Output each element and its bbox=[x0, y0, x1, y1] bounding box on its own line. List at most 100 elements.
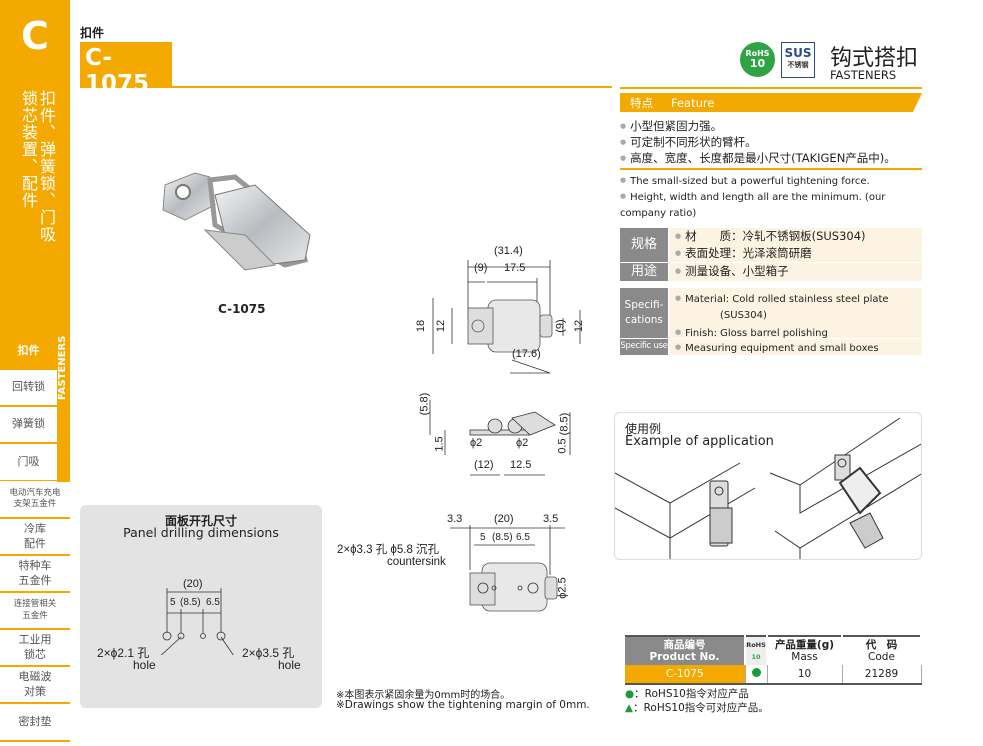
dim-right-height: 12 bbox=[573, 319, 586, 333]
legend-possible: ▲：RoHS10指令可对应产品。 bbox=[625, 702, 769, 714]
use-body-en: Measuring equipment and small boxes bbox=[669, 339, 922, 355]
feature-bullet-cn: 小型但紧固力强。 bbox=[620, 118, 722, 134]
section-letter: C bbox=[21, 14, 49, 58]
panel-left-hole-en: hole bbox=[133, 658, 156, 672]
use-label-en: Specific use bbox=[620, 339, 668, 355]
dim-right-inner: (9) bbox=[554, 319, 567, 333]
spec-label-cn: 规格 bbox=[620, 228, 668, 262]
rohs-badge-top: RoHS bbox=[745, 49, 770, 58]
sus-badge-bottom: 不锈钢 bbox=[787, 61, 809, 69]
panel-title-cn: 面板开孔尺寸 bbox=[164, 514, 237, 528]
feature-divider bbox=[620, 168, 922, 170]
dim-left: (9) bbox=[474, 262, 488, 274]
panel-title-en: Panel drilling dimensions bbox=[123, 525, 279, 540]
col-mass: 产品重量(g)Mass bbox=[767, 635, 843, 665]
dim-mid: 17.5 bbox=[504, 262, 526, 274]
spec-label-en: Specifi-cations bbox=[620, 288, 668, 338]
panel-right-hole-en: hole bbox=[278, 658, 301, 672]
dim-b-c: 3.5 bbox=[543, 513, 559, 525]
sidebar-item-rotary-lock[interactable]: 回转锁 bbox=[0, 370, 57, 407]
sidebar-item-gasket[interactable]: 密封垫 bbox=[0, 704, 70, 742]
spec-line: (SUS304) bbox=[720, 310, 767, 321]
sidebar-item-special-vehicle[interactable]: 特种车五金件 bbox=[0, 556, 70, 593]
dim-b-b: (20) bbox=[494, 513, 514, 525]
page-title-cn: 钩式搭扣 bbox=[830, 46, 919, 71]
category-label: 扣件 bbox=[80, 26, 105, 40]
application-illustration bbox=[615, 417, 921, 559]
dim-b-dia: ϕ2.5 bbox=[556, 577, 569, 599]
product-photo bbox=[162, 172, 311, 271]
note-cn: ※本图表示紧固余量为0mm时的场合。 bbox=[336, 690, 511, 701]
fasteners-label: FASTENERS bbox=[57, 335, 68, 400]
application-box bbox=[614, 412, 922, 560]
dim-side-w1: (12) bbox=[474, 459, 494, 471]
dim-bottom: (17.6) bbox=[512, 348, 541, 360]
material-note: 不锈钢制 bbox=[85, 98, 117, 107]
page-title-en: FASTENERS bbox=[830, 68, 897, 82]
model-number: C-1075 bbox=[85, 45, 150, 97]
rohs-badge-bottom: 10 bbox=[749, 57, 766, 70]
feature-header: 特点 Feature bbox=[620, 93, 922, 112]
sidebar-item-pipe-hardware[interactable]: 连接管相关五金件 bbox=[0, 593, 70, 630]
dim-side-r1: (8.5) bbox=[558, 412, 571, 436]
dim-overall: (31.4) bbox=[494, 245, 523, 257]
panel-drilling-box bbox=[80, 505, 322, 708]
legend-compliant: ●：RoHS10指令对应产品 bbox=[625, 688, 749, 700]
green-dot-icon: ● bbox=[625, 688, 635, 700]
green-triangle-icon: ▲ bbox=[625, 702, 634, 714]
feature-title-cn: 特点 bbox=[630, 96, 653, 110]
use-label-cn: 用途 bbox=[620, 263, 668, 281]
dim-b-f: 6.5 bbox=[516, 532, 530, 543]
panel-dim-3: 6.5 bbox=[206, 597, 220, 608]
feature-bullet-cn: 可定制不同形状的臂杆。 bbox=[620, 134, 757, 150]
spec-line: 材 质：冷轧不锈钢板(SUS304) bbox=[675, 228, 916, 245]
dim-b-a: 3.3 bbox=[447, 513, 463, 525]
title-divider bbox=[620, 87, 922, 89]
feature-bullet-en: Height, width and length all are the min… bbox=[620, 188, 900, 222]
spec-line: Material: Cold rolled stainless steel pl… bbox=[675, 290, 916, 308]
sidebar-item-ev-charging[interactable]: 电动汽车充电支架五金件 bbox=[0, 481, 70, 519]
dim-b-e: (8.5) bbox=[492, 532, 513, 543]
dim-side-r2: 0.5 bbox=[556, 438, 569, 454]
dim-side-w2: 12.5 bbox=[510, 459, 532, 471]
panel-left-hole: 2×ϕ2.1 孔 bbox=[97, 646, 150, 660]
table-row: C-1075 10 21289 bbox=[625, 665, 922, 685]
dim-height: 18 bbox=[415, 319, 428, 333]
rohs-compliant-dot bbox=[751, 668, 761, 677]
model-box: C-1075 不锈钢制 bbox=[80, 42, 172, 107]
sidebar-item-fasteners[interactable]: 扣件 bbox=[0, 332, 57, 370]
sidebar-item-door-stop[interactable]: 门吸 bbox=[0, 444, 57, 481]
fasteners-strip bbox=[57, 332, 70, 482]
feature-title-en: Feature bbox=[671, 96, 715, 110]
panel-right-hole: 2×ϕ3.5 孔 bbox=[242, 646, 295, 660]
hole-spec-cn: 2×ϕ3.3 孔 ϕ5.8 沉孔 bbox=[337, 544, 440, 556]
sidebar-item-industrial-cylinder[interactable]: 工业用锁芯 bbox=[0, 630, 70, 667]
spec-line: 表面处理：光泽滚筒研磨 bbox=[675, 245, 916, 262]
note-en: ※Drawings show the tightening margin of … bbox=[336, 699, 590, 711]
dimension-drawing-top-side bbox=[429, 260, 581, 476]
sidebar-item-cold-storage[interactable]: 冷库配件 bbox=[0, 519, 70, 556]
sidebar-item-emi[interactable]: 电磁波对策 bbox=[0, 667, 70, 704]
dim-inner: 12 bbox=[435, 319, 448, 333]
header-divider bbox=[172, 86, 612, 88]
use-body-cn: 测量设备、小型箱子 bbox=[669, 263, 922, 281]
dim-side-d1: ϕ2 bbox=[470, 437, 483, 449]
sidebar-item-spring-lock[interactable]: 弹簧锁 bbox=[0, 407, 57, 444]
dim-side-h2: 1.5 bbox=[433, 436, 446, 452]
application-title-en: Example of application bbox=[625, 434, 774, 449]
spec-line: Finish: Gloss barrel polishing bbox=[675, 324, 916, 342]
panel-dim-2: (8.5) bbox=[180, 597, 201, 608]
category-vertical-1: 扣件、弹簧锁、门吸 bbox=[37, 90, 56, 243]
category-vertical-2: 锁芯装置、配件 bbox=[19, 90, 38, 209]
photo-caption: C-1075 bbox=[218, 302, 266, 316]
hole-spec-en: countersink bbox=[387, 556, 446, 568]
use-line: Measuring equipment and small boxes bbox=[675, 339, 916, 357]
cell-product: C-1075 bbox=[625, 665, 746, 685]
